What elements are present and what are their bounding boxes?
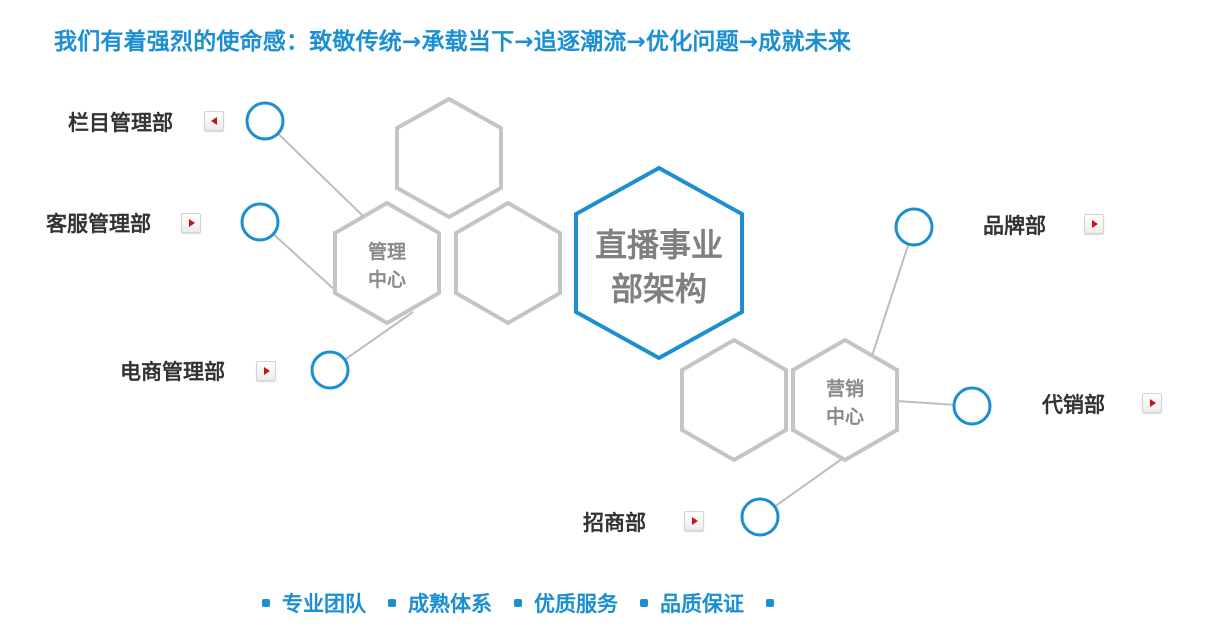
marketing-center-hexagon [791,337,899,463]
footer-tags: 专业团队 成熟体系 优质服务 品质保证 [262,588,786,618]
arrow-left-icon[interactable] [204,111,224,131]
bullet-icon [388,599,396,607]
center-hexagon [574,165,744,361]
dept-label-column: 栏目管理部 [68,111,173,135]
footer-item: 品质保证 [640,588,744,618]
footer-item: 成熟体系 [388,588,492,618]
node-ecommerce[interactable] [310,350,350,390]
arrow-right-icon[interactable] [1084,214,1104,234]
management-center-hexagon [333,200,441,326]
hexagon-top [395,96,503,220]
footer-text: 专业团队 [282,592,366,616]
node-column[interactable] [245,101,285,141]
tagline: 我们有着强烈的使命感：致敬传统→承载当下→追逐潮流→优化问题→成就未来 [54,29,852,55]
dept-label-investment: 招商部 [583,511,646,535]
arrow-right-icon[interactable] [684,511,704,531]
node-brand[interactable] [894,207,934,247]
center-label-2: 部架构 [611,270,707,308]
footer-item: 优质服务 [514,588,618,618]
bullet-icon [766,599,774,607]
connector-column [264,120,364,217]
node-distribution[interactable] [952,386,992,426]
arrow-right-icon[interactable] [181,213,201,233]
arrow-right-icon[interactable] [1142,393,1162,413]
bullet-icon [262,599,270,607]
footer-text: 优质服务 [534,592,618,616]
center-label-1: 直播事业 [595,226,723,264]
node-investment[interactable] [740,497,780,537]
footer-text: 品质保证 [660,592,744,616]
management-center-label-2: 中心 [368,268,406,291]
bullet-icon [640,599,648,607]
dept-label-brand: 品牌部 [983,214,1046,238]
hexagon-lower [680,337,788,463]
dept-label-distribution: 代销部 [1042,393,1105,417]
bullet-icon [514,599,522,607]
dept-label-customer-service: 客服管理部 [46,212,151,236]
management-center-label-1: 管理 [368,240,406,263]
arrow-right-icon[interactable] [256,361,276,381]
marketing-center-label-1: 营销 [826,377,864,400]
footer-item: 专业团队 [262,588,366,618]
marketing-center-label-2: 中心 [826,405,864,428]
connector-brand [871,226,915,357]
footer-text: 成熟体系 [408,592,492,616]
node-customer-service[interactable] [240,202,280,242]
hexagon-middle [454,200,562,326]
dept-label-ecommerce: 电商管理部 [120,360,225,384]
